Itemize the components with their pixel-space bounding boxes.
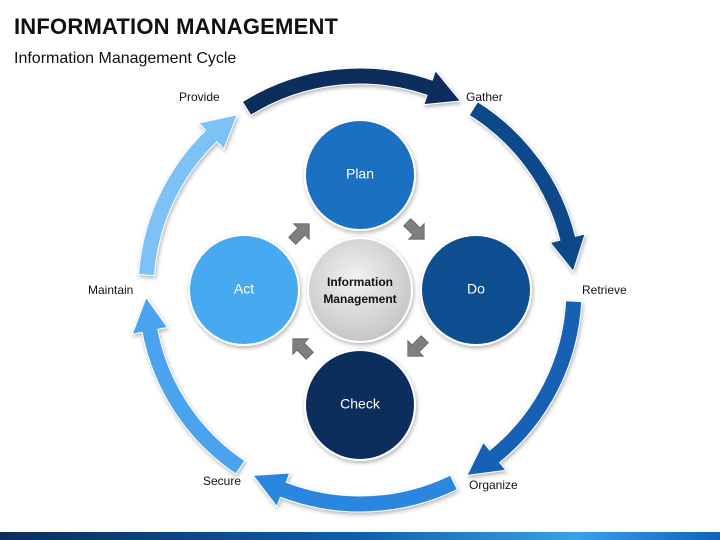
label-provide: Provide — [179, 90, 220, 104]
cycle-arrow-maintain-to-provide — [138, 114, 239, 277]
check-label: Check — [340, 396, 381, 412]
arrow-plan-to-do-icon — [403, 218, 425, 240]
arrow-act-to-plan-icon — [288, 223, 310, 245]
cycle-arrow-secure-to-maintain — [131, 296, 246, 475]
arrow-do-to-check-icon — [407, 335, 429, 357]
act-label: Act — [234, 281, 254, 297]
center-label-line1: Information — [327, 275, 393, 289]
cycle-arrow-organize-to-secure — [252, 472, 458, 513]
cycle-arrow-retrieve-to-organize — [466, 300, 583, 476]
label-maintain: Maintain — [88, 283, 134, 297]
plan-circle — [304, 119, 416, 231]
check-circle — [304, 349, 416, 461]
cycle-arrow-gather-to-retrieve — [468, 101, 586, 273]
plan-label: Plan — [346, 166, 374, 182]
label-retrieve: Retrieve — [582, 283, 627, 297]
label-secure: Secure — [203, 474, 242, 488]
page-title: INFORMATION MANAGEMENT — [14, 14, 339, 39]
page-subtitle: Information Management Cycle — [14, 50, 237, 67]
label-organize: Organize — [469, 478, 518, 492]
do-label: Do — [467, 281, 485, 297]
center-circle — [307, 237, 413, 343]
label-gather: Gather — [466, 90, 503, 104]
arrow-check-to-act-icon — [292, 338, 314, 360]
cycle-arrow-provide-to-gather — [241, 67, 462, 116]
center-label-line2: Management — [323, 292, 396, 306]
bottom-accent-bar — [0, 532, 720, 540]
do-circle — [420, 234, 532, 346]
act-circle — [188, 234, 300, 346]
